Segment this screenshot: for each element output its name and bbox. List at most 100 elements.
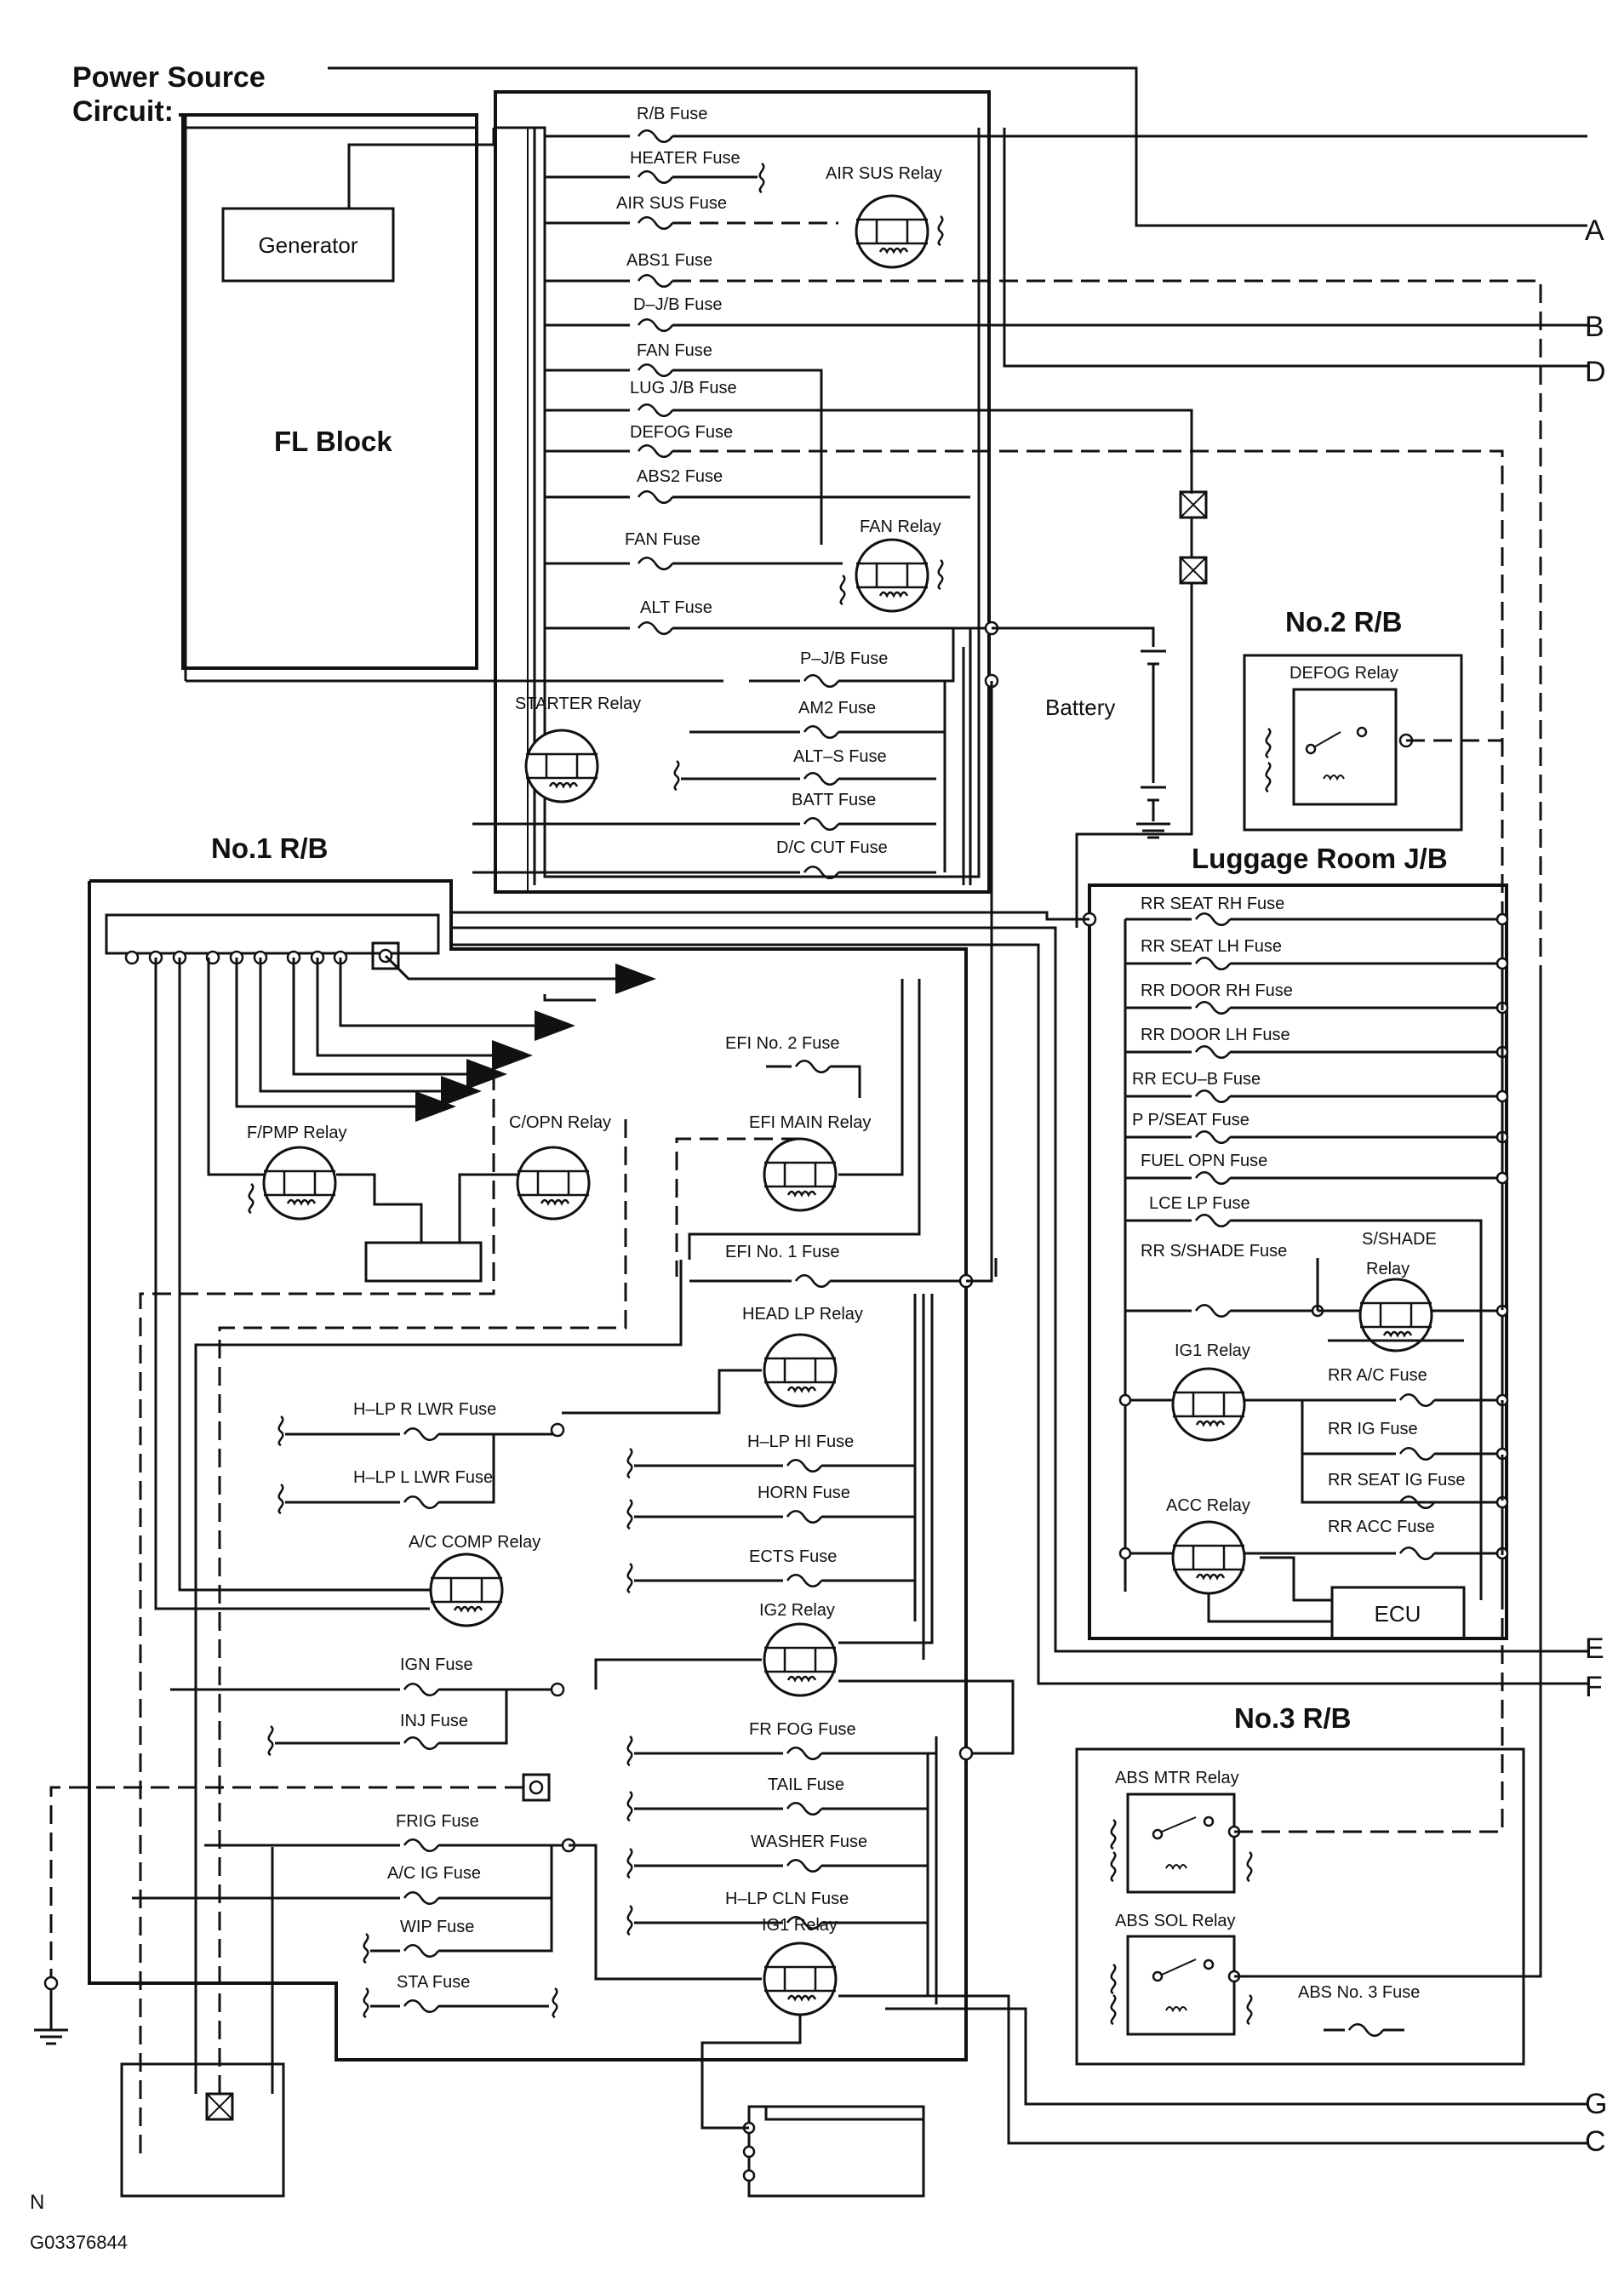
fl-fuse-label: FAN Fuse [637,341,712,360]
fpmp-copn-connector [364,1241,483,1283]
ign-fuse-label: IGN Fuse [400,1655,473,1674]
fl-fuse-label: HEATER Fuse [630,149,741,168]
no1-rb-bus [105,913,440,955]
fl-block: FL Block Generator [179,113,495,670]
connector-b: B [1585,311,1604,343]
no1-rb-label: No.1 R/B [211,832,329,864]
lug-fuse-label: P P/SEAT Fuse [1132,1111,1249,1129]
battery-label: Battery [1045,695,1115,720]
title-line-2: Circuit: [72,95,174,128]
no2-rb-outline [1243,654,1463,832]
lug-fuse-label: RR ECU–B Fuse [1132,1070,1261,1089]
sshade-relay-label-1: S/SHADE [1362,1230,1437,1249]
wip-fuse-label: WIP Fuse [400,1918,474,1936]
title-line-1: Power Source [72,61,266,94]
connector-c: C [1585,2125,1606,2158]
no3-rb-label: No.3 R/B [1234,1702,1352,1734]
connector-f: F [1585,1671,1603,1703]
lug-fuse-label: RR S/SHADE Fuse [1141,1242,1287,1261]
fl-fuse-label: ALT Fuse [640,598,712,617]
lug-fuse-label: RR SEAT LH Fuse [1141,937,1282,956]
lug-fuse-label: FUEL OPN Fuse [1141,1152,1267,1170]
lug-fuse-label: LCE LP Fuse [1149,1194,1250,1213]
ac-ig-fuse-label: A/C IG Fuse [387,1864,481,1883]
air-sus-relay-label: AIR SUS Relay [826,164,942,183]
fl-fuse-label: P–J/B Fuse [800,649,888,668]
starter-relay-label: STARTER Relay [515,695,641,713]
fpmp-relay-label: F/PMP Relay [247,1124,346,1142]
lug-fuse-label: RR A/C Fuse [1328,1366,1427,1385]
luggage-jb-label: Luggage Room J/B [1192,843,1448,874]
lug-fuse-label: RR IG Fuse [1328,1420,1418,1438]
efi2-fuse-label: EFI No. 2 Fuse [725,1034,840,1053]
fusible-link-2 [1179,556,1208,585]
fl-fuse-am2: AM2 Fuse [689,699,945,739]
abs-sol-relay-label: ABS SOL Relay [1115,1912,1236,1930]
hlp-r-fuse-label: H–LP R LWR Fuse [353,1400,496,1419]
washer-fuse-label: WASHER Fuse [751,1833,867,1851]
no1-rb: No.1 R/B EFI No. 2 Fuse [34,681,1015,2198]
abs3-fuse-label: ABS No. 3 Fuse [1298,1983,1420,2002]
head-lp-relay-label: HEAD LP Relay [742,1305,863,1324]
fl-fuse-rows: R/B Fuse HEATER Fuse AIR SUS Fuse ABS1 F… [545,105,1587,987]
abs-mtr-relay-label: ABS MTR Relay [1115,1769,1239,1787]
fl-fuse-lug-jb: LUG J/B Fuse [545,379,1193,494]
hlp-hi-fuse-label: H–LP HI Fuse [747,1432,854,1451]
fl-fuse-label: FAN Fuse [625,530,700,549]
fl-fuse-r-b: R/B Fuse [545,105,1587,143]
fl-fuse-label: AM2 Fuse [798,699,876,718]
fusible-link-1 [1179,490,1208,519]
generator-box [221,207,395,283]
luggage-room-jb: Luggage Room J/B RR SEAT RH Fuse RR SEAT… [451,843,1509,1640]
fl-fuse-label: LUG J/B Fuse [630,379,737,397]
lug-fuse-label: RR DOOR RH Fuse [1141,981,1293,1000]
no2-rb-label: No.2 R/B [1285,606,1403,638]
fl-fuse-label: BATT Fuse [792,791,876,809]
ground-label: N [30,2191,44,2214]
lug-fuse-label: RR ACC Fuse [1328,1518,1435,1536]
no3-rb-outline [1075,1747,1525,2066]
no2-rb: No.2 R/B DEFOG Relay [1243,606,1502,832]
fr-fog-fuse-label: FR FOG Fuse [749,1720,856,1739]
fl-block-label: FL Block [274,426,392,457]
tail-fuse-label: TAIL Fuse [768,1776,844,1794]
ig1-relay-label: IG1 Relay [762,1916,838,1935]
fl-fuse-alt-s: ALT–S Fuse [673,747,936,792]
lug-rows: RR SEAT RH Fuse RR SEAT LH Fuse RR DOOR … [1125,895,1509,1600]
ecu-box [1330,1586,1466,1640]
ac-comp-relay-label: A/C COMP Relay [409,1533,540,1552]
fl-fuse-heater: HEATER Fuse [545,149,765,194]
lug-ig1-relay-label: IG1 Relay [1175,1341,1250,1360]
abs-mtr-relay-box [1126,1793,1236,1894]
air-sus-relay: AIR SUS Relay [826,164,944,269]
frig-fuse-label: FRIG Fuse [396,1812,479,1831]
fl-fuse-label: ABS2 Fuse [637,467,723,486]
hlp-cln-fuse-label: H–LP CLN Fuse [725,1890,849,1908]
efi-main-relay-label: EFI MAIN Relay [749,1113,871,1132]
fan-relay: FAN Relay [839,517,944,613]
lug-fuse-label: RR SEAT RH Fuse [1141,895,1284,913]
ig2-relay-label: IG2 Relay [759,1601,835,1620]
fl-fuse-p-jb: P–J/B Fuse [186,628,955,688]
connector-a: A [1585,214,1604,247]
abs-sol-relay-box [1126,1935,1236,2036]
no1-rb-bus-nodes [124,941,400,970]
fan-relay-label: FAN Relay [860,517,941,536]
ects-fuse-label: ECTS Fuse [749,1547,837,1566]
starter-relay: STARTER Relay [515,695,641,803]
connector-e: E [1585,1633,1604,1665]
fl-block-outline [179,113,478,670]
fl-fuse-fan-2: FAN Fuse [545,530,843,570]
battery: Battery [992,626,1170,839]
defog-relay-box [1292,688,1398,806]
defog-relay-label: DEFOG Relay [1289,664,1398,683]
horn-fuse-label: HORN Fuse [758,1484,850,1502]
fl-fuse-dc-cut: D/C CUT Fuse [472,838,936,879]
no3-rb: No.3 R/B ABS MTR Relay ABS SOL Relay ABS… [1075,970,1542,2066]
hlp-l-fuse-label: H–LP L LWR Fuse [353,1468,493,1487]
bottom-connector-2 [120,2062,285,2198]
connector-labels: A B D E F G C [1585,214,1607,2158]
lug-fuse-label: RR SEAT IG Fuse [1328,1471,1466,1490]
fl-fuse-defog: DEFOG Fuse [545,423,1504,987]
